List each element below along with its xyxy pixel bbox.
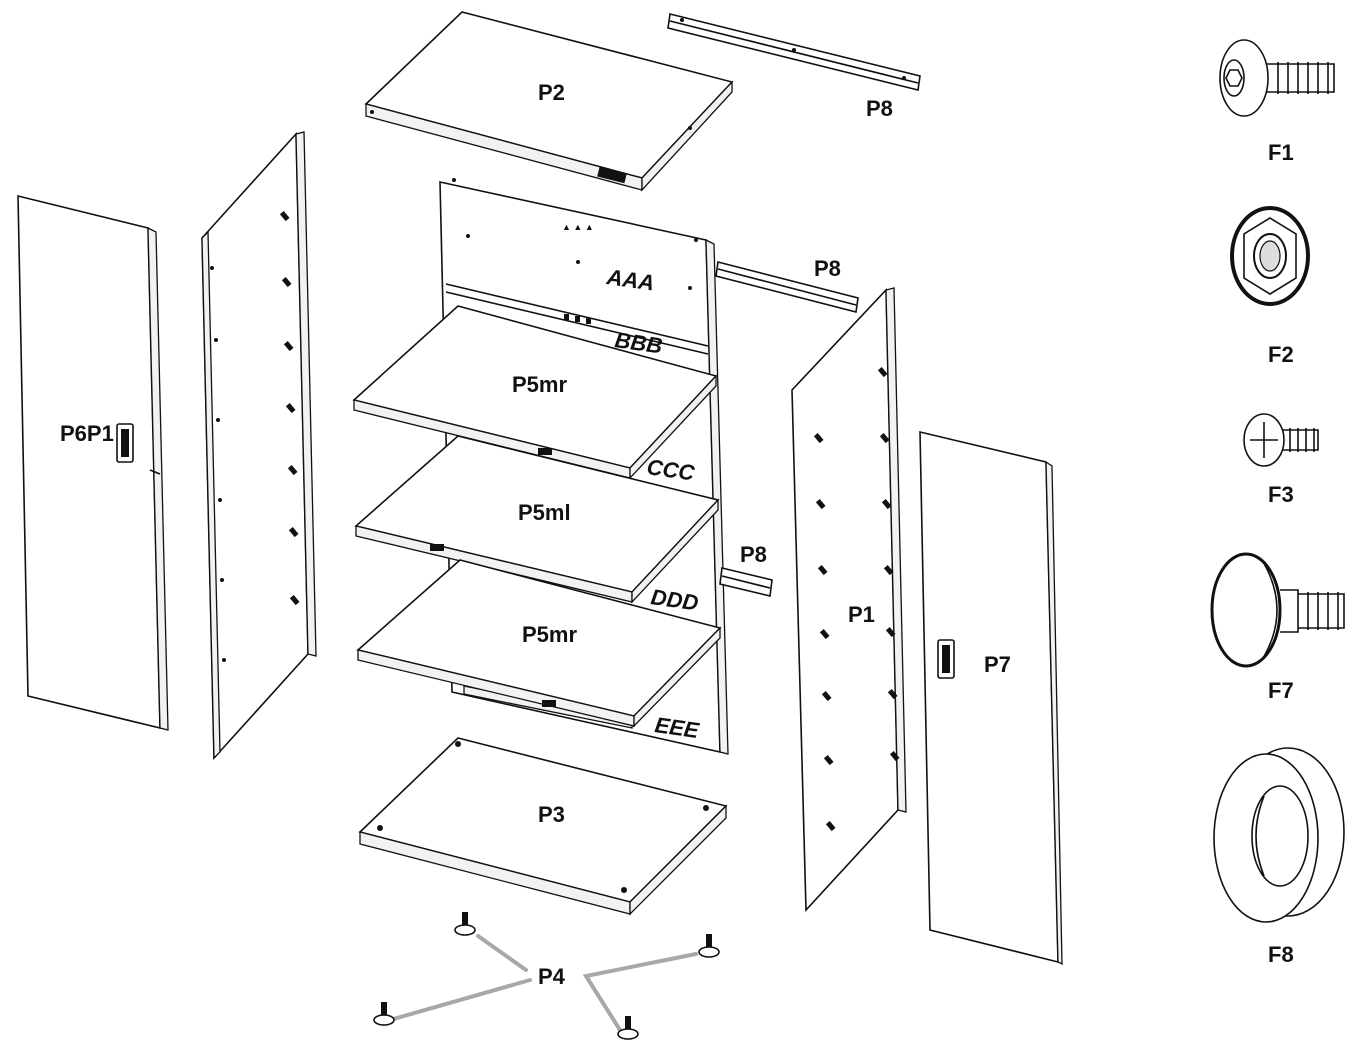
- fastener-f3: F3: [1243, 413, 1319, 507]
- top-panel-p2: P2: [364, 11, 734, 192]
- left-panel-slots: [210, 211, 300, 662]
- bottom-panel-p3: P3: [358, 737, 728, 916]
- door-handle-slot-icon: [121, 429, 129, 457]
- door-p6p1: P6P1: [17, 194, 169, 731]
- phillips-screw-icon: [1243, 413, 1319, 467]
- door-handle-slot-icon: [942, 645, 950, 673]
- label-p3: P3: [538, 802, 565, 827]
- shelf-p5mr-top: P5mr: [352, 305, 718, 480]
- label-p8-middle: P8: [814, 256, 841, 281]
- foot-icon: [617, 1016, 639, 1040]
- leveling-feet-p4: P4: [373, 912, 720, 1040]
- back-panel-marks: ▲ ▲ ▲: [562, 222, 594, 232]
- fastener-f7: F7: [1210, 552, 1345, 703]
- label-p5ml: P5ml: [518, 500, 571, 525]
- flange-nut-icon: [1230, 206, 1310, 306]
- shelf-p5mr-bottom: P5mr: [356, 559, 722, 729]
- fastener-f8: F8: [1213, 747, 1345, 967]
- label-p8-top: P8: [866, 96, 893, 121]
- label-p4: P4: [538, 964, 566, 989]
- label-p7: P7: [984, 652, 1011, 677]
- label-f1: F1: [1268, 140, 1294, 165]
- carriage-bolt-icon: [1210, 552, 1345, 668]
- vent-icon: [597, 166, 627, 184]
- shelf-clip-icon: [430, 544, 444, 551]
- shelf-clip-icon: [542, 700, 556, 707]
- foot-icon: [373, 1002, 395, 1026]
- rail-p8-top: P8: [667, 13, 921, 121]
- shelf-clip-icon: [538, 448, 552, 455]
- right-panel-slots: [813, 367, 900, 832]
- rail-p8-middle: P8: [715, 256, 859, 313]
- washer-icon: [1213, 747, 1345, 923]
- fastener-f1: F1: [1219, 39, 1335, 165]
- label-f7: F7: [1268, 678, 1294, 703]
- label-f3: F3: [1268, 482, 1294, 507]
- foot-icon: [698, 934, 720, 958]
- fastener-f2: F2: [1230, 206, 1310, 367]
- back-panel-holes: [452, 178, 698, 324]
- right-side-panel-p1: P1: [791, 287, 907, 912]
- shelf-p5ml: P5ml: [354, 435, 720, 604]
- foot-icon: [454, 912, 476, 936]
- label-p5mr-bottom: P5mr: [522, 622, 577, 647]
- button-head-bolt-icon: [1219, 39, 1335, 117]
- label-f2: F2: [1268, 342, 1294, 367]
- rail-p8-lower: P8: [719, 542, 773, 597]
- label-eee: EEE: [653, 712, 701, 743]
- label-p5mr-top: P5mr: [512, 372, 567, 397]
- label-p1: P1: [848, 602, 875, 627]
- label-f8: F8: [1268, 942, 1294, 967]
- label-p6p1: P6P1: [60, 421, 114, 446]
- label-p8-lower: P8: [740, 542, 767, 567]
- label-p2: P2: [538, 80, 565, 105]
- door-p7: P7: [919, 430, 1063, 966]
- left-side-panel: [201, 131, 317, 761]
